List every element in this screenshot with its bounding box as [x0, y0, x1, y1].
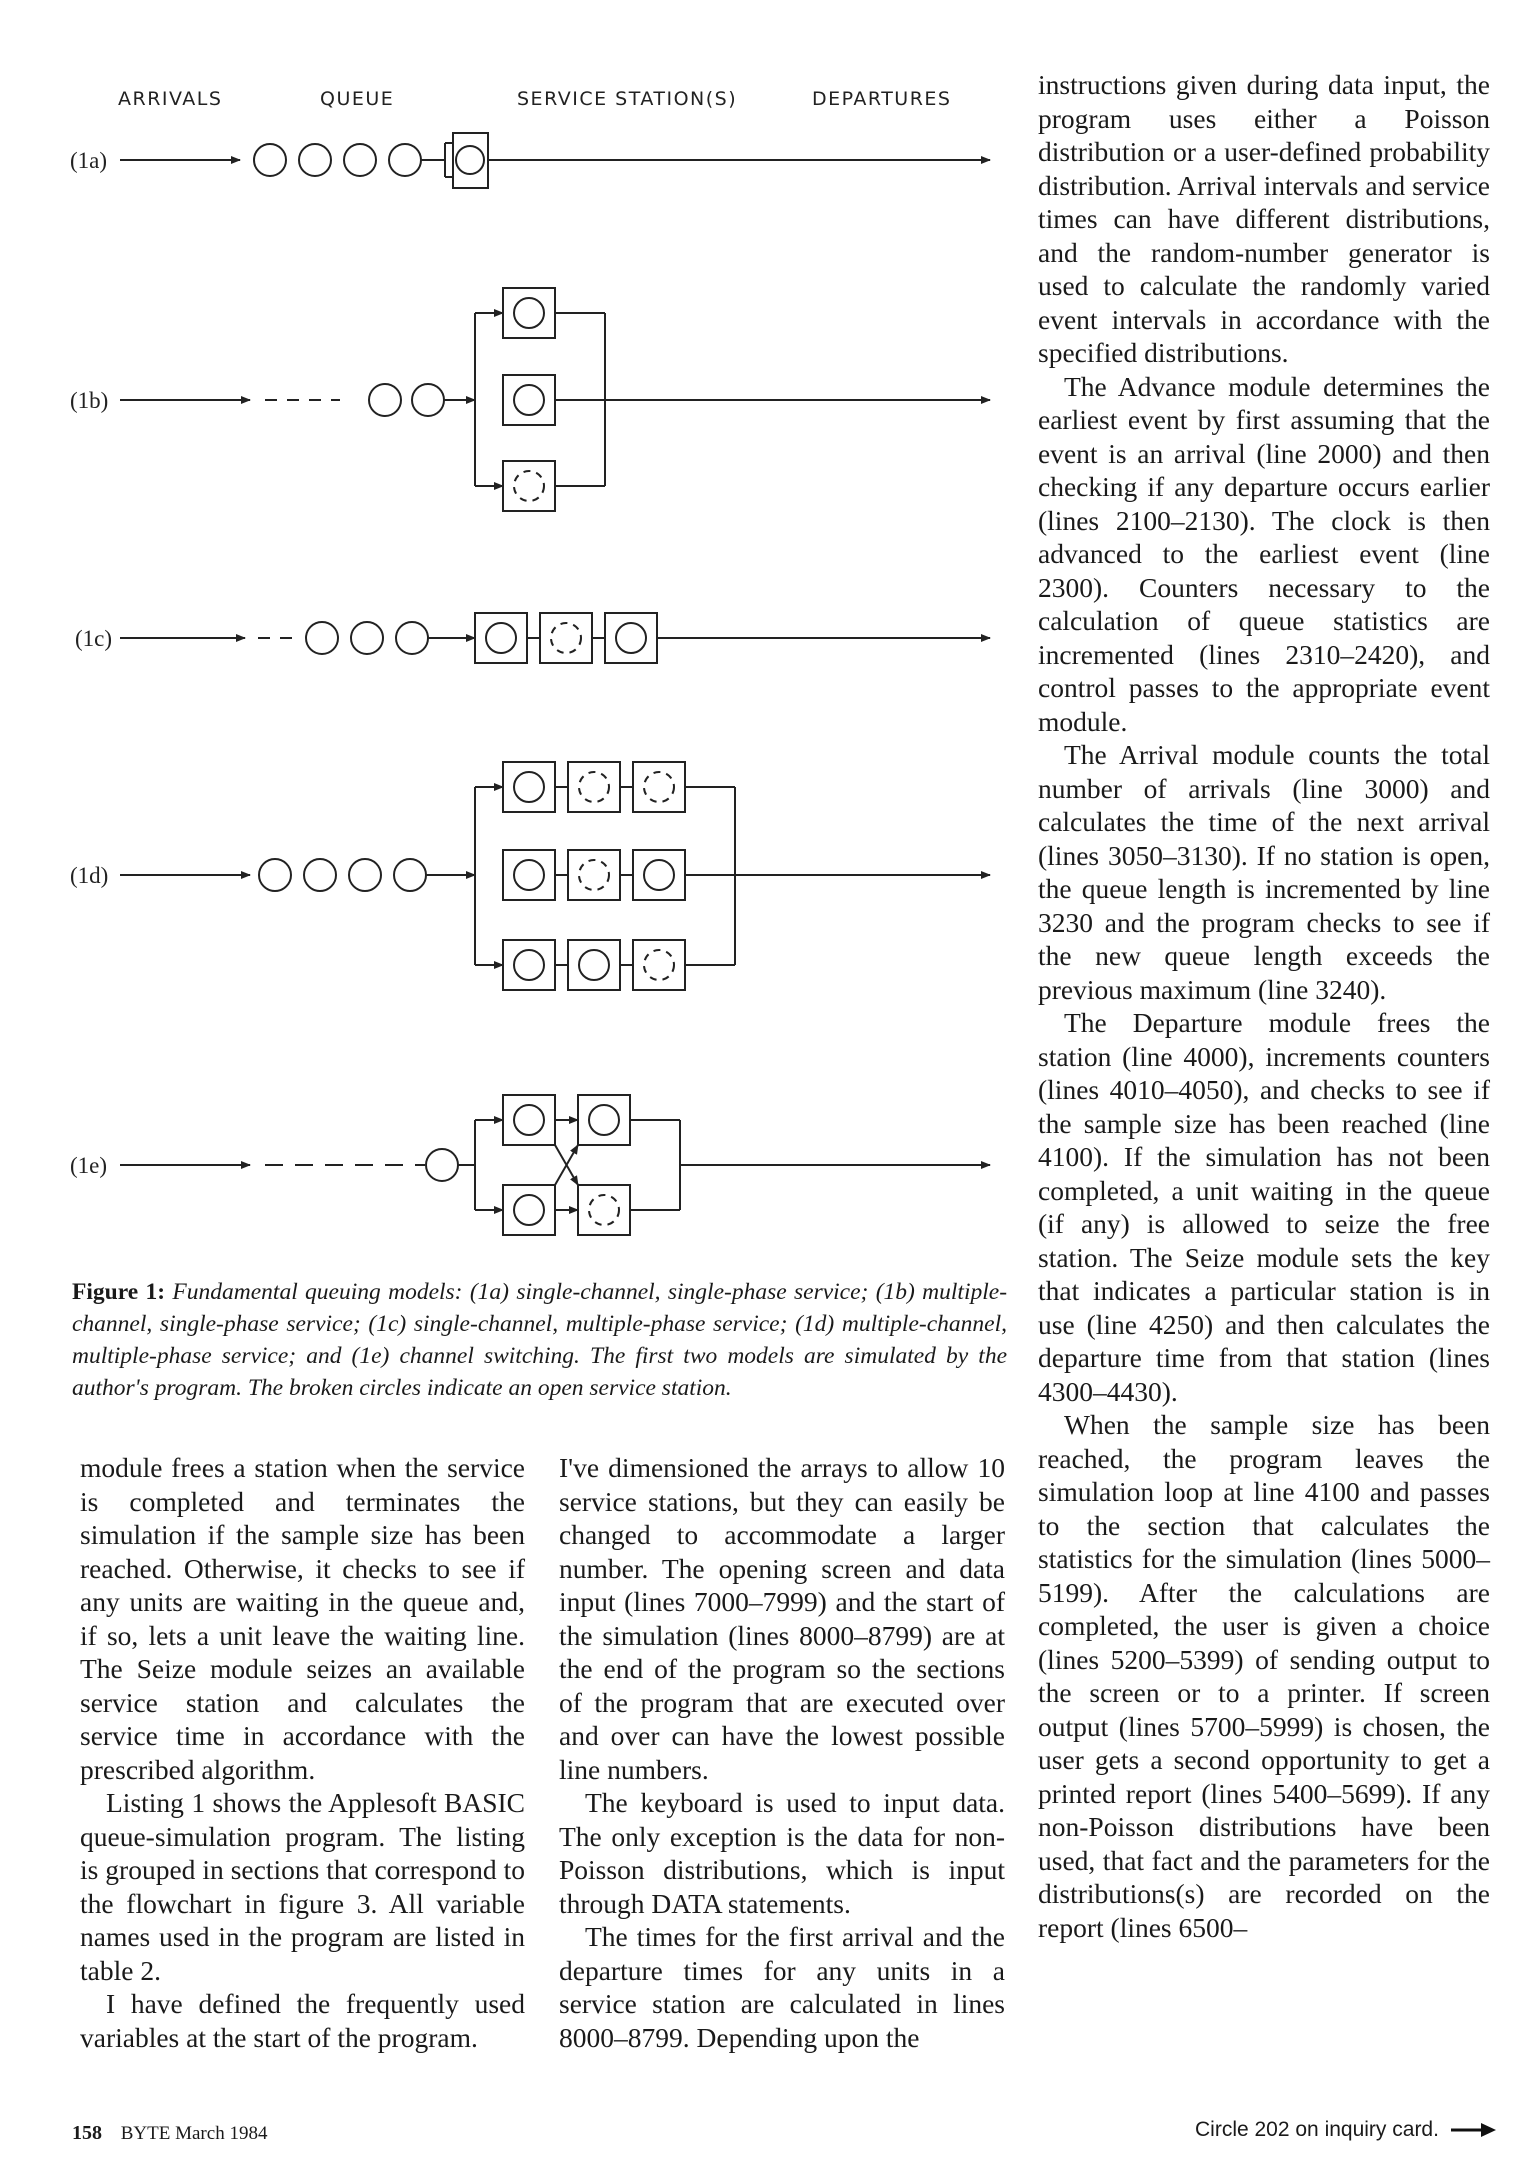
header-departures: DEPARTURES: [812, 88, 951, 110]
page-number: 158: [72, 2122, 102, 2144]
paragraph: The Departure module frees the station (…: [1038, 1007, 1490, 1407]
paragraph: instructions given during data input, th…: [1038, 69, 1490, 368]
text-column-2: I've dimensioned the arrays to allow 10 …: [559, 1451, 1005, 2054]
caption-label: Figure 1:: [72, 1279, 166, 1305]
text-column-1: module frees a station when the service …: [80, 1451, 525, 2054]
paragraph: The keyboard is used to input data. The …: [559, 1787, 1005, 1919]
row-label-1a: (1a): [70, 148, 107, 173]
paragraph: module frees a station when the service …: [80, 1452, 525, 1785]
paragraph: The Arrival module counts the total numb…: [1038, 739, 1490, 1005]
arrow-right-icon: [1450, 2123, 1496, 2138]
header-queue: QUEUE: [320, 88, 394, 110]
row-label-1b: (1b): [70, 388, 108, 413]
text-column-3: instructions given during data input, th…: [1038, 68, 1490, 1944]
page-footer: 158 BYTE March 1984: [72, 2122, 267, 2145]
row-label-1c: (1c): [75, 626, 112, 651]
row-label-1d: (1d): [70, 863, 108, 888]
paragraph: The times for the first arrival and the …: [559, 1921, 1005, 2053]
figure-1-queuing-diagram: ARRIVALS QUEUE SERVICE STATION(S) DEPART…: [70, 88, 991, 1236]
inquiry-note: Circle 202 on inquiry card.: [1195, 2118, 1497, 2142]
figure-caption: Figure 1: Fundamental queuing models: (1…: [72, 1276, 1007, 1404]
caption-text: Fundamental queuing models: (1a) single-…: [72, 1279, 1008, 1401]
header-service-stations: SERVICE STATION(S): [517, 88, 737, 110]
paragraph: I've dimensioned the arrays to allow 10 …: [559, 1452, 1005, 1785]
paragraph: I have defined the frequently used varia…: [80, 1988, 525, 2053]
inquiry-text: Circle 202 on inquiry card.: [1195, 2118, 1439, 2141]
paragraph: When the sample size has been reached, t…: [1038, 1409, 1490, 1943]
paragraph: The Advance module determines the earlie…: [1038, 370, 1490, 737]
paragraph: Listing 1 shows the Applesoft BASIC queu…: [80, 1787, 525, 1986]
header-arrivals: ARRIVALS: [118, 88, 222, 110]
row-label-1e: (1e): [70, 1153, 107, 1178]
magazine-issue: BYTE March 1984: [120, 2123, 268, 2144]
